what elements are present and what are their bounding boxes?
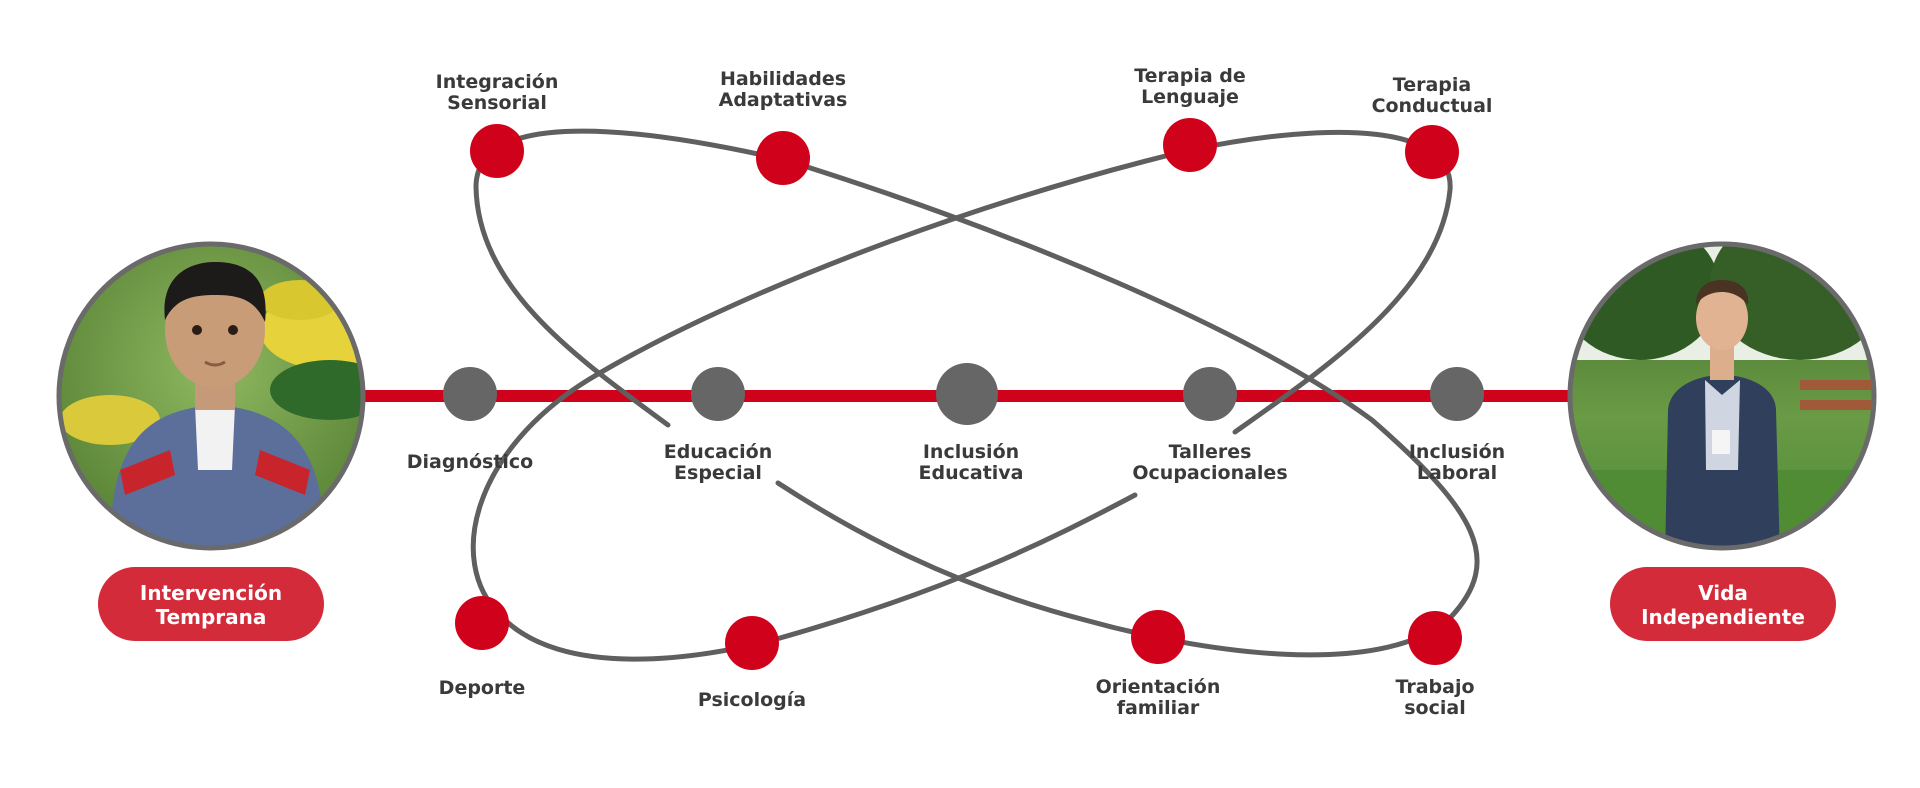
stage-label-line1: Educación: [664, 441, 773, 463]
left-endpoint-pill: Intervención Temprana: [98, 567, 324, 641]
therapy-node: [725, 616, 779, 670]
therapy-label-line1: Orientación: [1096, 676, 1221, 698]
therapy-node: [455, 596, 509, 650]
right-endpoint-photo: [1567, 241, 1877, 551]
stage-label-line1: Talleres: [1169, 441, 1252, 463]
therapy-node: [1131, 610, 1185, 664]
therapy-label-line2: Lenguaje: [1141, 86, 1239, 108]
stage-node: [936, 363, 998, 425]
therapy-label-line1: Terapia de: [1134, 65, 1246, 87]
therapy-loops: [470, 128, 1480, 662]
stage-label-line2: Educativa: [919, 462, 1024, 484]
therapy-label-line1: Terapia: [1393, 74, 1471, 96]
therapy-integracion-sensorial: Integración Sensorial: [436, 71, 559, 178]
therapy-psicologia: Psicología: [698, 616, 806, 711]
loop-upper-right-arc: [470, 129, 1453, 662]
therapy-deporte: Deporte: [439, 596, 526, 699]
therapy-label: Deporte: [439, 677, 526, 699]
therapy-label-line1: Trabajo: [1395, 676, 1474, 698]
therapy-label-line2: Conductual: [1372, 95, 1493, 117]
main-stage-inclusion-laboral: Inclusión Laboral: [1409, 367, 1505, 484]
therapy-node: [1163, 118, 1217, 172]
stage-label: Diagnóstico: [407, 451, 534, 473]
therapy-node: [470, 124, 524, 178]
therapy-node: [1405, 125, 1459, 179]
main-stage-educacion-especial: Educación Especial: [664, 367, 773, 484]
stage-label-line1: Inclusión: [923, 441, 1019, 463]
stage-node: [691, 367, 745, 421]
left-endpoint-label-1: Intervención: [140, 581, 282, 605]
therapy-trabajo-social: Trabajo social: [1395, 611, 1475, 719]
left-endpoint-photo: [56, 241, 366, 551]
therapy-label-line2: social: [1404, 697, 1465, 719]
stage-node: [1183, 367, 1237, 421]
stage-label-line1: Inclusión: [1409, 441, 1505, 463]
stage-label-line2: Ocupacionales: [1132, 462, 1287, 484]
therapy-node: [1408, 611, 1462, 665]
main-stage-diagnostico: Diagnóstico: [407, 367, 534, 473]
therapy-habilidades-adaptativas: Habilidades Adaptativas: [719, 68, 848, 185]
stage-node: [443, 367, 497, 421]
loop-upper-left-arc: [473, 128, 1480, 658]
therapy-orientacion-familiar: Orientación familiar: [1096, 610, 1221, 719]
therapy-terapia-conductual: Terapia Conductual: [1372, 74, 1493, 179]
right-endpoint-label-1: Vida: [1698, 581, 1748, 605]
therapy-label-line2: Adaptativas: [719, 89, 848, 111]
right-endpoint-label-2: Independiente: [1641, 605, 1805, 629]
therapy-label-line2: familiar: [1117, 697, 1200, 719]
right-endpoint-pill: Vida Independiente: [1610, 567, 1836, 641]
therapy-label-line1: Habilidades: [720, 68, 846, 90]
left-endpoint-label-2: Temprana: [156, 605, 267, 629]
therapy-label: Psicología: [698, 689, 806, 711]
main-stage-talleres-ocupacionales: Talleres Ocupacionales: [1132, 367, 1288, 484]
therapy-terapia-de-lenguaje: Terapia de Lenguaje: [1134, 65, 1246, 172]
therapy-label-line2: Sensorial: [447, 92, 547, 114]
therapy-label-line1: Integración: [436, 71, 559, 93]
therapy-node: [756, 131, 810, 185]
stage-node: [1430, 367, 1484, 421]
stage-label-line2: Especial: [674, 462, 762, 484]
stage-label-line2: Laboral: [1417, 462, 1497, 484]
main-stage-inclusion-educativa: Inclusión Educativa: [919, 363, 1024, 484]
